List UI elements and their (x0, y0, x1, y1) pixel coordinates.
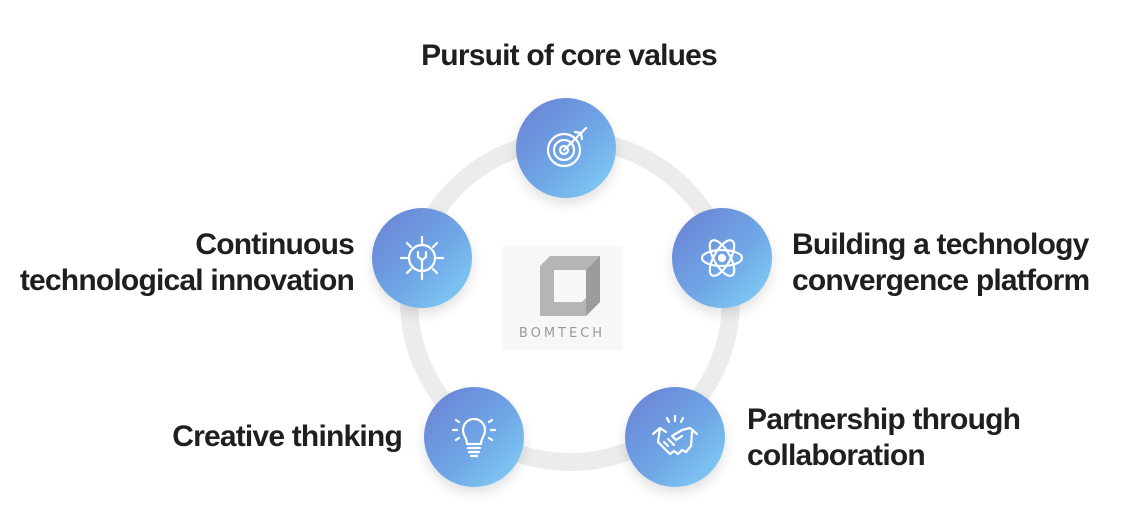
company-logo: BOMTECH (502, 246, 622, 350)
value-node-partnership (625, 387, 725, 487)
label-line: Continuous (195, 228, 354, 261)
label-line: Pursuit of core values (421, 39, 718, 72)
label-innovation: Continuous technological innovation (14, 227, 355, 299)
label-line: Building a technology (792, 228, 1089, 261)
label-line: convergence platform (792, 264, 1090, 297)
label-line: collaboration (747, 439, 926, 472)
lightbulb-icon (451, 417, 497, 458)
target-icon (546, 126, 588, 168)
value-node-technology-platform (672, 208, 772, 308)
label-partnership: Partnership through collaboration (747, 402, 1021, 474)
label-line: technological innovation (19, 264, 355, 297)
label-line: Creative thinking (172, 420, 403, 453)
label-creative-thinking: Creative thinking (80, 419, 403, 455)
logo-text: BOMTECH (518, 326, 606, 341)
gear-wrench-icon (399, 235, 445, 281)
label-core-values: Pursuit of core values (400, 38, 738, 74)
atom-icon (700, 239, 744, 277)
logo-mark (540, 256, 600, 316)
label-technology-platform: Building a technology convergence platfo… (792, 227, 1090, 299)
value-node-creative-thinking (424, 387, 524, 487)
value-node-innovation (372, 208, 472, 308)
handshake-icon (651, 414, 699, 456)
label-line: Partnership through (747, 403, 1021, 436)
value-node-core-values (516, 98, 616, 198)
